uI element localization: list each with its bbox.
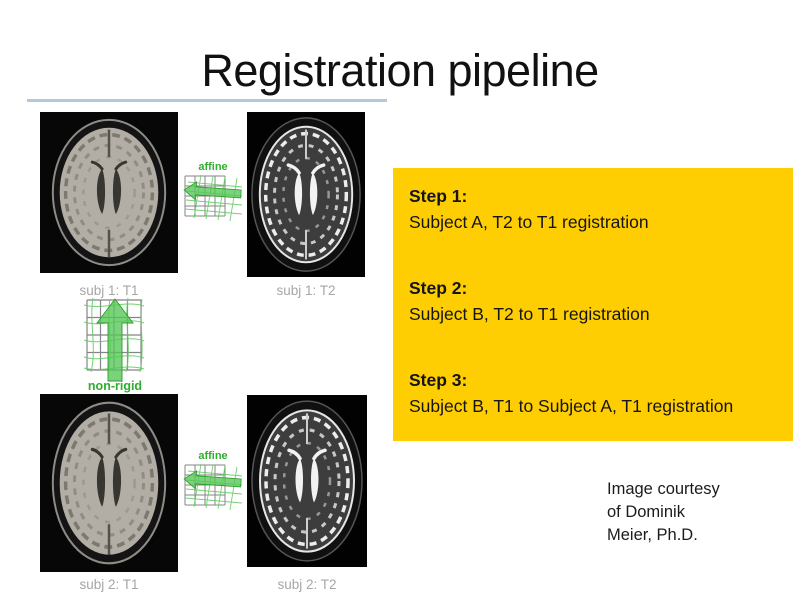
step-2-heading: Step 2: bbox=[409, 278, 468, 298]
credit-line-2: of Dominik bbox=[607, 503, 685, 521]
left-arrow bbox=[183, 470, 242, 490]
title-underline bbox=[27, 99, 387, 102]
up-arrow bbox=[96, 298, 134, 382]
affine-arrow-icon-top: affine bbox=[183, 161, 243, 222]
page-title: Registration pipeline bbox=[201, 45, 599, 96]
step-1-description: Subject A, T2 to T1 registration bbox=[409, 212, 649, 232]
credit-line-1: Image courtesy bbox=[607, 480, 720, 498]
left-arrow bbox=[183, 181, 242, 201]
image-caption-subj2-t2: subj 2: T2 bbox=[277, 577, 337, 592]
affine-label-top: affine bbox=[198, 161, 227, 173]
step-group-3: Step 3: Subject B, T1 to Subject A, T1 r… bbox=[409, 367, 779, 419]
steps-panel: Step 1: Subject A, T2 to T1 registration… bbox=[393, 168, 793, 441]
mri-image-subj2-t1 bbox=[40, 394, 178, 572]
credit-line-3: Meier, Ph.D. bbox=[607, 526, 698, 544]
step-group-1: Step 1: Subject A, T2 to T1 registration bbox=[409, 183, 779, 235]
step-2-description: Subject B, T2 to T1 registration bbox=[409, 304, 650, 324]
image-credit: Image courtesy of Dominik Meier, Ph.D. bbox=[607, 478, 720, 547]
non-rigid-arrow-icon: non-rigid bbox=[83, 297, 145, 393]
step-3-description: Subject B, T1 to Subject A, T1 registrat… bbox=[409, 396, 734, 416]
step-3-heading: Step 3: bbox=[409, 370, 468, 390]
step-1-heading: Step 1: bbox=[409, 186, 468, 206]
mri-image-subj2-t2 bbox=[247, 395, 367, 567]
mri-image-subj1-t1 bbox=[40, 112, 178, 273]
step-group-2: Step 2: Subject B, T2 to T1 registration bbox=[409, 275, 779, 327]
image-caption-subj1-t2: subj 1: T2 bbox=[276, 283, 336, 298]
affine-label-bottom: affine bbox=[198, 450, 227, 462]
affine-arrow-icon-bottom: affine bbox=[183, 450, 243, 511]
image-caption-subj2-t1: subj 2: T1 bbox=[79, 577, 139, 592]
mri-image-subj1-t2 bbox=[247, 112, 365, 277]
image-caption-subj1-t1: subj 1: T1 bbox=[79, 283, 139, 298]
non-rigid-label: non-rigid bbox=[88, 379, 142, 393]
